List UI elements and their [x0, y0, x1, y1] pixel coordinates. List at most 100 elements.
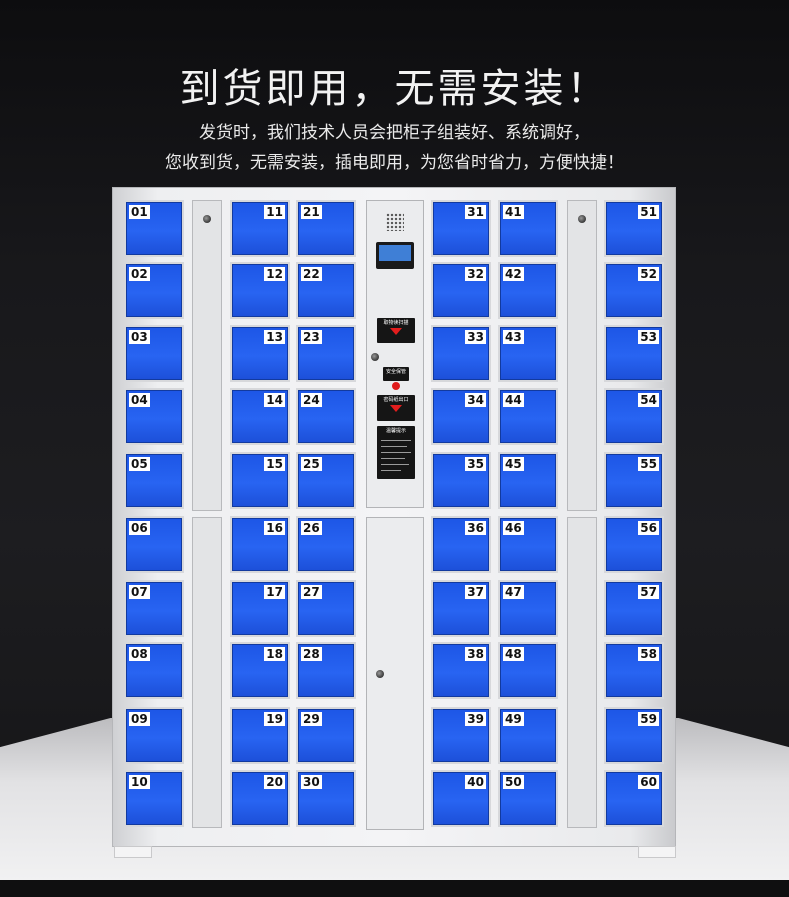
locker-door[interactable]: 29: [296, 707, 356, 764]
locker-door[interactable]: 12: [230, 262, 290, 319]
locker-door[interactable]: 41: [498, 200, 558, 257]
locker-door[interactable]: 55: [604, 452, 664, 509]
locker-door[interactable]: 49: [498, 707, 558, 764]
locker-door[interactable]: 04: [124, 388, 184, 445]
locker-door[interactable]: 48: [498, 642, 558, 699]
slip-arrow-icon: [390, 405, 402, 412]
locker-door[interactable]: 20: [230, 770, 290, 827]
locker-number: 57: [638, 585, 659, 599]
notice-text-line: [381, 464, 409, 465]
lock-icon: [376, 670, 384, 678]
locker-door[interactable]: 44: [498, 388, 558, 445]
locker-door[interactable]: 34: [431, 388, 491, 445]
locker-door[interactable]: 16: [230, 516, 290, 573]
locker-door[interactable]: 31: [431, 200, 491, 257]
locker-door[interactable]: 10: [124, 770, 184, 827]
subline-2: 您收到货，无需安装，插电即用，为您省时省力，方便快捷！: [165, 153, 624, 173]
locker-number: 02: [129, 267, 150, 281]
locker-door[interactable]: 53: [604, 325, 664, 382]
safe-storage-label: 安全保管: [385, 369, 406, 375]
locker-number: 07: [129, 585, 150, 599]
locker-door[interactable]: 39: [431, 707, 491, 764]
floor-shadow: [0, 880, 789, 897]
locker-door[interactable]: 01: [124, 200, 184, 257]
locker-door[interactable]: 59: [604, 707, 664, 764]
locker-door[interactable]: 54: [604, 388, 664, 445]
screen-display: [379, 245, 411, 261]
locker-door[interactable]: 09: [124, 707, 184, 764]
locker-number: 56: [638, 521, 659, 535]
locker-door[interactable]: 35: [431, 452, 491, 509]
side-strip-left-bottom: [192, 517, 222, 828]
locker-number: 22: [301, 267, 322, 281]
control-lower-door[interactable]: [366, 517, 424, 830]
locker-number: 21: [301, 205, 322, 219]
locker-number: 42: [503, 267, 524, 281]
locker-door[interactable]: 27: [296, 580, 356, 637]
touch-screen[interactable]: [376, 242, 414, 269]
locker-number: 55: [638, 457, 659, 471]
locker-door[interactable]: 26: [296, 516, 356, 573]
locker-door[interactable]: 37: [431, 580, 491, 637]
locker-door[interactable]: 60: [604, 770, 664, 827]
locker-door[interactable]: 19: [230, 707, 290, 764]
locker-door[interactable]: 47: [498, 580, 558, 637]
locker-door[interactable]: 17: [230, 580, 290, 637]
side-strip-right-bottom: [567, 517, 597, 828]
locker-door[interactable]: 14: [230, 388, 290, 445]
control-panel: 取物读扫描 安全保管 密码纸出口 温馨提示: [366, 200, 424, 508]
locker-number: 32: [465, 267, 486, 281]
locker-door[interactable]: 03: [124, 325, 184, 382]
locker-number: 05: [129, 457, 150, 471]
locker-number: 40: [465, 775, 486, 789]
lock-icon: [203, 215, 211, 223]
locker-door[interactable]: 58: [604, 642, 664, 699]
locker-number: 50: [503, 775, 524, 789]
locker-door[interactable]: 24: [296, 388, 356, 445]
cabinet-foot-left: [114, 846, 152, 858]
locker-door[interactable]: 36: [431, 516, 491, 573]
locker-door[interactable]: 02: [124, 262, 184, 319]
locker-number: 41: [503, 205, 524, 219]
locker-door[interactable]: 11: [230, 200, 290, 257]
locker-door[interactable]: 32: [431, 262, 491, 319]
locker-door[interactable]: 18: [230, 642, 290, 699]
locker-door[interactable]: 50: [498, 770, 558, 827]
locker-door[interactable]: 40: [431, 770, 491, 827]
locker-number: 33: [465, 330, 486, 344]
locker-door[interactable]: 33: [431, 325, 491, 382]
locker-door[interactable]: 57: [604, 580, 664, 637]
locker-door[interactable]: 13: [230, 325, 290, 382]
locker-door[interactable]: 23: [296, 325, 356, 382]
locker-door[interactable]: 42: [498, 262, 558, 319]
locker-cabinet: 取物读扫描 安全保管 密码纸出口 温馨提示 01 02 03 04 05 06 07 08 09…: [112, 187, 676, 847]
locker-door[interactable]: 51: [604, 200, 664, 257]
locker-door[interactable]: 25: [296, 452, 356, 509]
locker-number: 44: [503, 393, 524, 407]
locker-door[interactable]: 45: [498, 452, 558, 509]
locker-door[interactable]: 07: [124, 580, 184, 637]
locker-door[interactable]: 52: [604, 262, 664, 319]
locker-door[interactable]: 06: [124, 516, 184, 573]
locker-number: 12: [264, 267, 285, 281]
locker-door[interactable]: 15: [230, 452, 290, 509]
locker-number: 52: [638, 267, 659, 281]
locker-door[interactable]: 30: [296, 770, 356, 827]
locker-number: 17: [264, 585, 285, 599]
scanner-panel[interactable]: 取物读扫描: [377, 318, 415, 343]
locker-door[interactable]: 28: [296, 642, 356, 699]
locker-door[interactable]: 05: [124, 452, 184, 509]
locker-door[interactable]: 56: [604, 516, 664, 573]
locker-number: 36: [465, 521, 486, 535]
locker-number: 18: [264, 647, 285, 661]
locker-number: 23: [301, 330, 322, 344]
notice-panel: 温馨提示: [377, 426, 415, 479]
locker-door[interactable]: 46: [498, 516, 558, 573]
locker-door[interactable]: 22: [296, 262, 356, 319]
locker-door[interactable]: 38: [431, 642, 491, 699]
locker-number: 31: [465, 205, 486, 219]
locker-door[interactable]: 21: [296, 200, 356, 257]
emergency-button[interactable]: [392, 382, 400, 390]
locker-door[interactable]: 43: [498, 325, 558, 382]
locker-door[interactable]: 08: [124, 642, 184, 699]
